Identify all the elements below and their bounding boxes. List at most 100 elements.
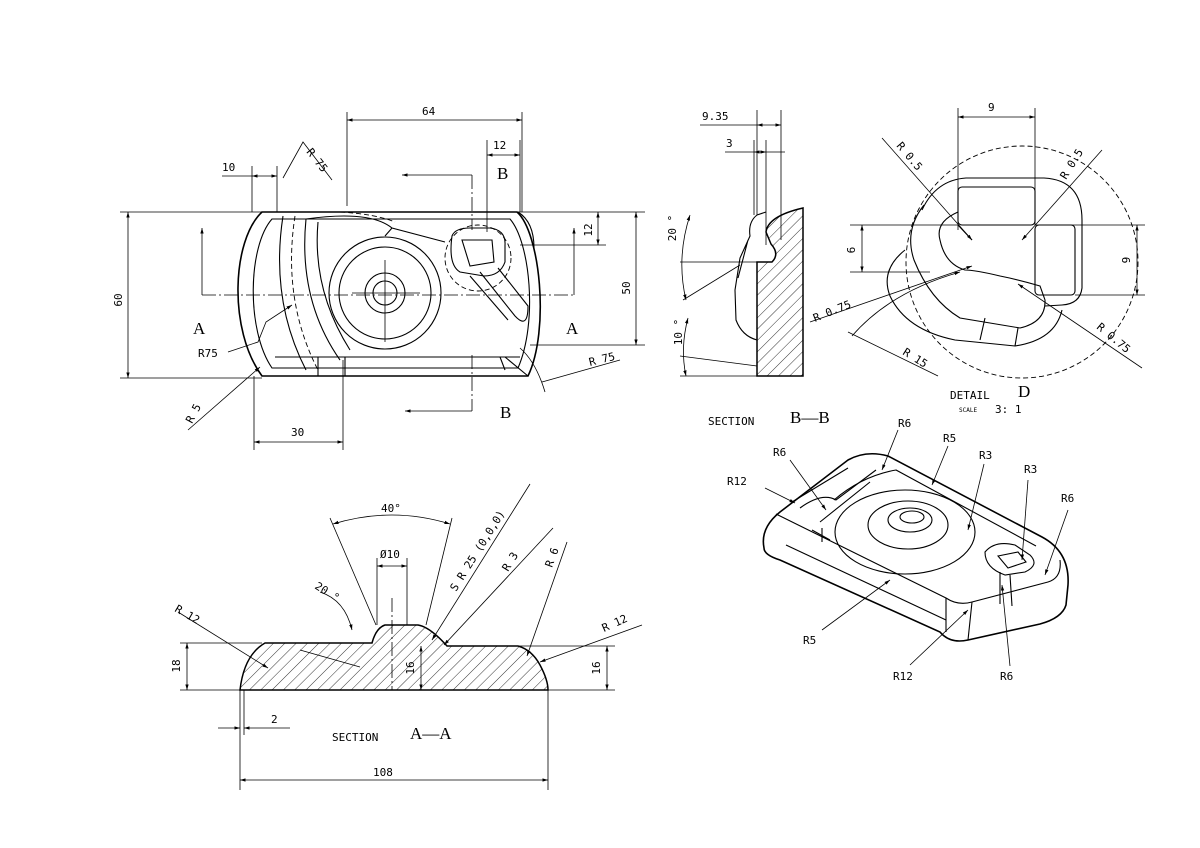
iso-r12-front-leader bbox=[909, 609, 969, 666]
radius-left-label: R 0.75 bbox=[811, 298, 853, 325]
radius-15-label: R 15 bbox=[900, 346, 929, 371]
section-aa-title-word: SECTION bbox=[332, 731, 378, 744]
slot-pocket bbox=[450, 227, 506, 277]
dim-6-label: 6 bbox=[845, 247, 858, 254]
dim-9-top-label: 9 bbox=[988, 101, 995, 114]
dim-9-35-label: 9.35 bbox=[702, 110, 729, 123]
iso-r12-left-leader bbox=[764, 487, 796, 504]
angle-10-arc bbox=[683, 317, 689, 377]
top-pocket bbox=[957, 186, 1036, 226]
cavity-outer bbox=[886, 249, 1063, 347]
detail-title-letter: D bbox=[1018, 382, 1030, 401]
extension-lines bbox=[180, 517, 615, 790]
iso-r5-top-leader bbox=[931, 445, 949, 486]
iso-r6-top-leader bbox=[881, 429, 899, 471]
slot-channel bbox=[469, 267, 529, 322]
iso-slot bbox=[984, 543, 1035, 607]
top-band bbox=[305, 215, 446, 243]
part-outline bbox=[237, 211, 541, 377]
iso-r12-front-label: R12 bbox=[893, 670, 913, 683]
section-bb-title-word: SECTION bbox=[708, 415, 754, 428]
iso-ridge bbox=[833, 469, 1037, 547]
rib-profile bbox=[734, 211, 767, 341]
angle-20-arc bbox=[681, 214, 691, 301]
angle-40-arc bbox=[332, 514, 451, 525]
iso-front-faces bbox=[785, 544, 973, 641]
section-b-top-label: B bbox=[497, 164, 508, 183]
iso-r6-front-label: R6 bbox=[1000, 670, 1013, 683]
iso-r6-left-leader bbox=[789, 459, 827, 511]
dim-16-right-label: 16 bbox=[590, 661, 603, 674]
detail-d: 9 R 0.5 R 0.5 6 9 R 0.75 R 0.75 R 15 DET… bbox=[809, 101, 1145, 416]
radius-15-arc bbox=[851, 271, 961, 337]
top-band-hidden bbox=[339, 211, 396, 223]
iso-r6-left-label: R6 bbox=[773, 446, 786, 459]
bottom-strip bbox=[275, 356, 520, 376]
radius-top-label: R 75 bbox=[304, 146, 331, 175]
iso-boss-outer bbox=[834, 489, 976, 575]
detail-boundary-circle bbox=[905, 145, 1139, 379]
angle-10-label: 10 ° bbox=[672, 319, 685, 346]
right-edge-lines bbox=[504, 211, 535, 377]
isometric-view: R6 R6 R5 R12 R3 R3 R6 R5 R12 R6 bbox=[727, 417, 1074, 683]
section-profile bbox=[239, 624, 549, 691]
iso-r3-right-label: R3 bbox=[1024, 463, 1037, 476]
radius-corner-label: R 5 bbox=[183, 402, 204, 426]
radius-bottom-right-label: R 75 bbox=[588, 350, 617, 369]
cavity-inner bbox=[910, 204, 1046, 329]
dim-64-label: 64 bbox=[422, 105, 436, 118]
slot-detail-circle bbox=[444, 224, 512, 292]
dim-18-label: 18 bbox=[170, 659, 183, 672]
radius-3-leader bbox=[443, 527, 554, 646]
section-a-left-label: A bbox=[193, 319, 206, 338]
sphere-radius-label: S R 25 (0,0,0) bbox=[448, 508, 508, 594]
cavity-ribs bbox=[957, 224, 1019, 347]
radius-top-right-label: R 0.5 bbox=[1058, 147, 1087, 182]
iso-left-band bbox=[791, 467, 877, 542]
extension-lines bbox=[680, 110, 803, 377]
radius-bottom-right-leader bbox=[519, 347, 621, 393]
iso-r6-right-leader bbox=[1044, 509, 1069, 576]
dim-10-label: 10 bbox=[222, 161, 235, 174]
radius-top-leader bbox=[282, 141, 333, 181]
radius-right-label: R 0.75 bbox=[1094, 320, 1133, 356]
radius-top-left-leader bbox=[881, 137, 973, 241]
iso-r6-top-label: R6 bbox=[898, 417, 911, 430]
detail-scale-word: SCALE bbox=[959, 407, 977, 414]
top-view: 64 12 10 R 75 B B 60 50 12 A A R75 R 75 … bbox=[112, 105, 645, 450]
dim-9-right-label: 9 bbox=[1120, 257, 1133, 264]
radius-left-label: R75 bbox=[198, 347, 218, 360]
iso-boss-inner bbox=[867, 500, 949, 550]
right-pocket bbox=[1034, 224, 1076, 296]
section-bb: 9.35 3 20 ° 10 ° SECTION B—B bbox=[666, 110, 830, 428]
radius-corner-leader bbox=[187, 366, 261, 431]
dim-12-top-label: 12 bbox=[493, 139, 506, 152]
iso-r3-center-label: R3 bbox=[979, 449, 992, 462]
angle-20-label: 20 ° bbox=[666, 215, 679, 242]
dim-30-label: 30 bbox=[291, 426, 304, 439]
dim-16-center-label: 16 bbox=[404, 661, 417, 674]
dim-3-label: 3 bbox=[726, 137, 733, 150]
iso-r3-right-leader bbox=[1020, 479, 1029, 561]
angle-10-line bbox=[679, 355, 758, 367]
section-aa: 40° Ø10 S R 25 (0,0,0) R 3 R 6 20 ° R 12… bbox=[170, 483, 643, 790]
iso-hole-inner bbox=[899, 510, 925, 524]
iso-r5-top-label: R5 bbox=[943, 432, 956, 445]
angle-20-arc bbox=[319, 591, 353, 631]
iso-r5-front-leader bbox=[821, 579, 891, 631]
radius-top-right-leader bbox=[1021, 149, 1103, 241]
iso-r12-left-label: R12 bbox=[727, 475, 747, 488]
radius-12-left-leader bbox=[177, 611, 269, 669]
angle-20-line bbox=[682, 264, 741, 301]
iso-r6-front-leader bbox=[1000, 584, 1011, 667]
left-arc-hidden bbox=[291, 215, 319, 371]
radius-left-leader bbox=[809, 265, 973, 323]
angle-20-line bbox=[299, 649, 361, 668]
section-b-bottom-label: B bbox=[500, 403, 511, 422]
angle-20-label: 20 ° bbox=[312, 580, 341, 605]
dim-2-label: 2 bbox=[271, 713, 278, 726]
radius-3-label: R 3 bbox=[500, 550, 522, 574]
diameter-label: Ø10 bbox=[380, 548, 400, 561]
left-arc-band bbox=[279, 215, 351, 371]
